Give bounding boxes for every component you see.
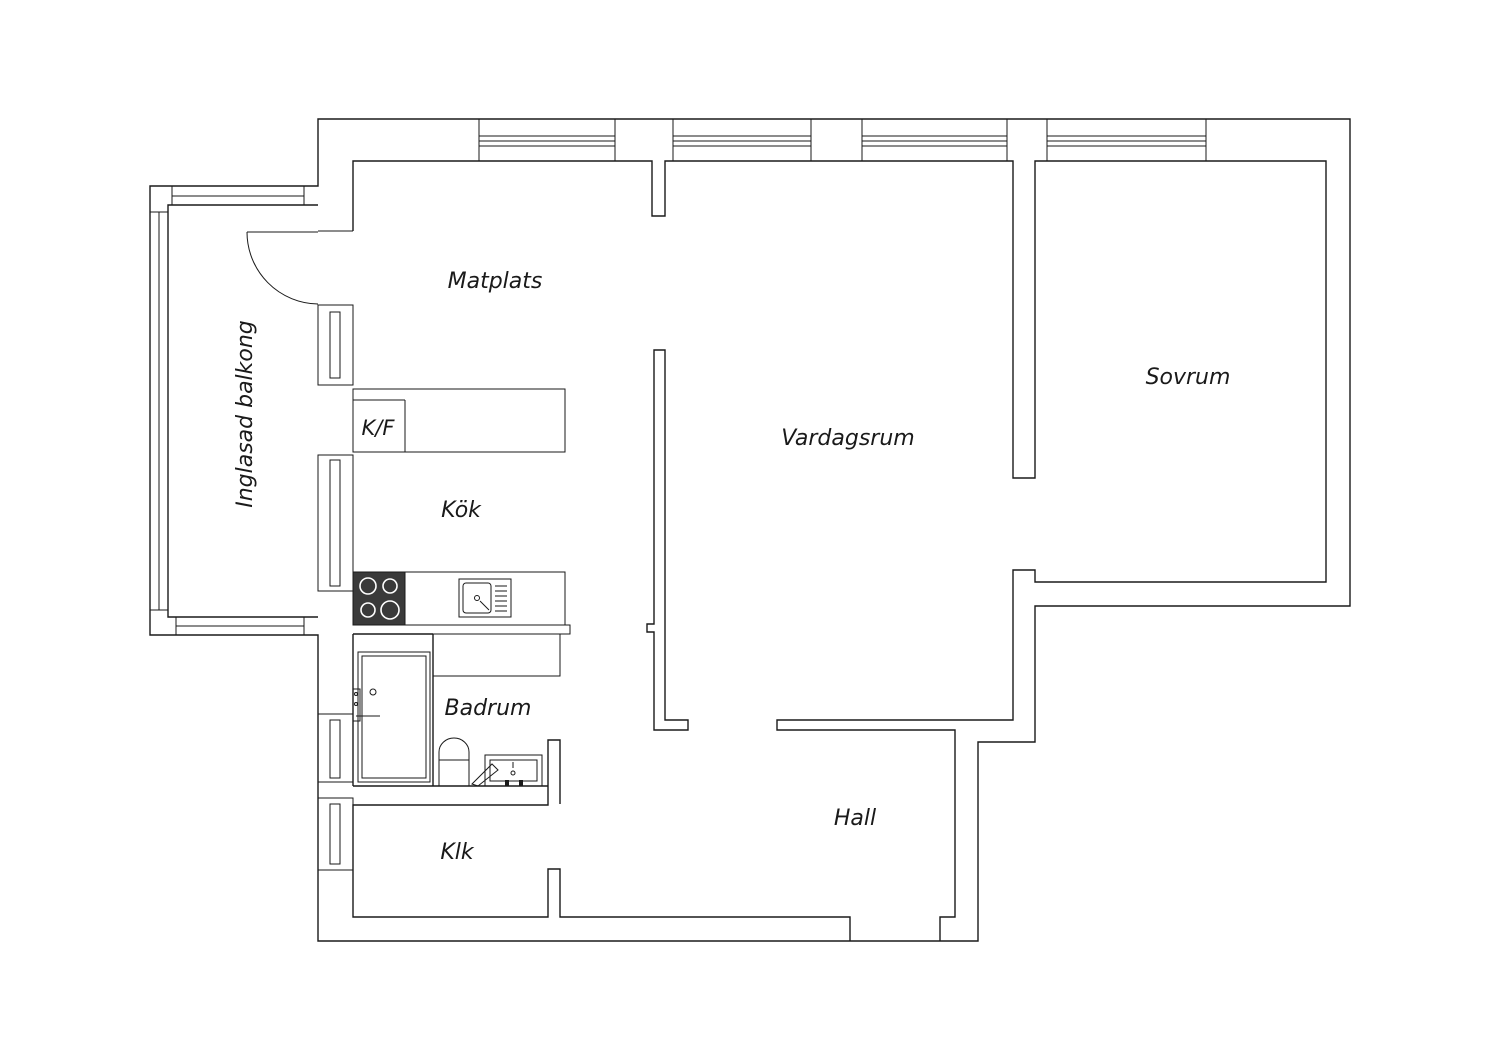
room-label-vardagsrum: Vardagsrum — [781, 426, 914, 451]
kitchen-sink-icon — [458, 578, 512, 618]
room-label-matplats: Matplats — [448, 269, 543, 294]
balcony — [149, 185, 353, 636]
kitchen-counter-upper — [352, 388, 566, 453]
room-label-badrum: Badrum — [445, 696, 532, 721]
room-label-balkong: Inglasad balkong — [233, 320, 258, 508]
bathroom-walls — [353, 633, 434, 786]
west-windows — [317, 304, 354, 871]
outer-wall — [149, 118, 1351, 942]
stove-icon — [352, 571, 406, 626]
room-label-klk: Klk — [440, 840, 475, 865]
room-label-kok: Kök — [441, 498, 482, 523]
top-windows — [478, 118, 1207, 162]
shower-icon — [352, 651, 431, 783]
toilet-icon — [438, 737, 470, 786]
room-label-sovrum: Sovrum — [1146, 365, 1231, 390]
partition-wall — [646, 349, 689, 731]
washbasin-icon — [471, 754, 543, 787]
room-label-hall: Hall — [834, 806, 876, 831]
room-label-kf: K/F — [362, 416, 396, 440]
